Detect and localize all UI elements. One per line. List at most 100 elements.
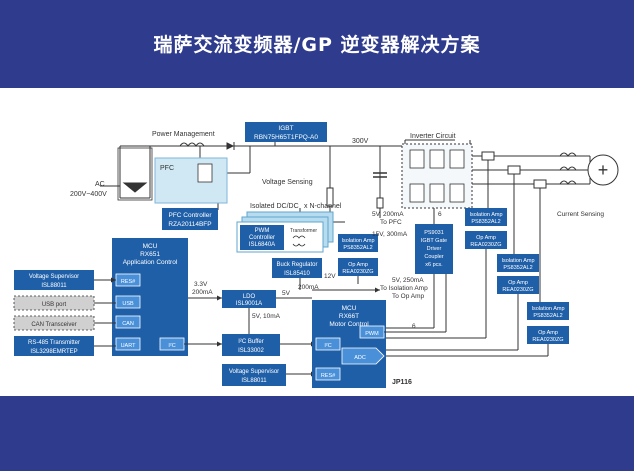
igbt-line1: IGBT	[278, 125, 293, 132]
mcu-right-adc-port	[341, 347, 385, 365]
mcu-left-usb-label: USB	[122, 301, 134, 307]
v5-200ma-label: 5V, 200mA	[372, 211, 404, 218]
op-amp-r3-line2: REA0230ZG	[532, 337, 563, 343]
to-isolation-amp-label: To Isolation Amp	[380, 285, 428, 292]
pwm-controller-box	[240, 225, 284, 250]
v33-label: 3.3V	[194, 281, 208, 288]
rs485-box	[14, 336, 94, 356]
isolated-dcdc-label: Isolated DC/DC	[250, 203, 299, 210]
diagram-panel: + Inverter Circuit PFC AC 200V~400V Powe…	[0, 88, 634, 396]
mcu-right-line2: RX66T	[339, 313, 359, 320]
pwm-lines	[384, 274, 447, 333]
transformer-icon	[292, 235, 306, 247]
n-channel-label: x N-channel	[304, 203, 342, 210]
ldo-box	[222, 290, 276, 308]
igbt-box	[245, 122, 327, 142]
sense-lines	[357, 160, 549, 357]
power-management-label: Power Management	[152, 131, 215, 138]
iso-amp-r1-box	[465, 208, 507, 226]
motor-icon	[587, 154, 619, 186]
ps9031-line2: IGBT Gate	[421, 238, 447, 244]
mcu-left-uart-label: UART	[121, 343, 137, 349]
ldo-line2: ISL9001A	[236, 301, 262, 307]
op-amp-r2-box	[497, 276, 539, 294]
mcu-right-res-port	[315, 367, 341, 381]
inverter-circuit-label: Inverter Circuit	[410, 133, 456, 140]
i2c-buffer-box	[222, 334, 280, 356]
mcu-left-line3: Application Control	[123, 259, 178, 266]
i2c-buffer-line1: I²C Buffer	[238, 339, 264, 345]
voltage-supervisor-left-line1: Voltage Supervisor	[29, 274, 79, 280]
op-amp-r3-box	[527, 326, 569, 344]
capacitor	[373, 172, 387, 178]
voltage-supervisor-mid-box	[222, 364, 286, 386]
mcu-right-pwm-label: PWM	[365, 331, 379, 337]
to-op-amp-label: To Op Amp	[392, 293, 425, 300]
voltage-sensing-label: Voltage Sensing	[262, 179, 313, 186]
iso-amp-r2-box	[497, 254, 539, 272]
op-amp-r2-line1: Op Amp	[508, 280, 528, 286]
ma200-label: 200mA	[192, 289, 213, 296]
mcu-left-can-label: CAN	[122, 321, 134, 327]
iso-amp-r1-line2: PS8352AL2	[471, 219, 500, 225]
mcu-right-adc-label: ADC	[354, 355, 366, 361]
op-amp-r2-line2: REA0230ZG	[502, 287, 533, 293]
six-top-label: 6	[438, 211, 442, 218]
iso-amp-left-box	[338, 234, 378, 252]
ps9031-box	[415, 224, 453, 274]
ps9031-line4: Coupler	[424, 254, 443, 260]
mcu-right-res-label: RES#	[321, 373, 336, 379]
voltage-supervisor-mid-line1: Voltage Supervisor	[229, 369, 279, 375]
v15-300ma-label: 15V, 300mA	[372, 231, 408, 238]
bridge-rectifier	[117, 147, 153, 201]
can-transceiver-label: CAN Transceiver	[31, 322, 76, 328]
v5-250ma-label: 5V, 250mA	[392, 277, 424, 284]
pfc-region	[154, 157, 228, 204]
pfc-switch	[197, 163, 213, 183]
iso-amp-r3-line2: PS8352AL2	[533, 313, 562, 319]
current-sensing-label: Current Sensing	[557, 211, 604, 218]
jp116-label: JP116	[392, 379, 412, 386]
mcu-left-uart-port	[115, 337, 141, 351]
iso-amp-r1-line1: Isolation Amp	[469, 212, 502, 218]
mcu-left-usb-port	[115, 295, 141, 309]
buck-regulator-line2: ISL85410	[284, 271, 310, 277]
pfc-controller-line1: PFC Controller	[169, 212, 213, 219]
iso-amp-r2-line2: PS8352AL2	[503, 265, 532, 271]
voltage-supervisor-left-line2: ISL88011	[41, 283, 67, 289]
six-bottom-label: 6	[412, 323, 416, 330]
ps9031-line5: x6 pcs.	[425, 262, 443, 268]
can-transceiver-box	[13, 315, 95, 331]
ma200b-label: 200mA	[298, 284, 319, 291]
mcu-left-res-label: RES#	[121, 279, 136, 285]
left-bus-lines	[94, 277, 222, 347]
ac-label-2: 200V~400V	[70, 191, 107, 198]
rs485-line1: RS-485 Transmitter	[28, 340, 80, 346]
ac-label-1: AC	[95, 181, 105, 188]
op-amp-r1-line2: REA0230ZG	[470, 242, 501, 248]
component-symbols	[122, 142, 577, 193]
iso-amp-r2-line1: Isolation Amp	[501, 258, 534, 264]
op-amp-r3-line1: Op Amp	[538, 330, 558, 336]
op-amp-left-line2: REA0230ZG	[342, 269, 373, 275]
mcu-left-line1: MCU	[143, 243, 158, 250]
iso-amp-r3-line1: Isolation Amp	[531, 306, 564, 312]
header-band: 瑞萨交流变频器/GP 逆变器解决方案	[0, 0, 634, 88]
mcu-left-i2c-label: I²C	[168, 343, 175, 349]
op-amp-left-line1: Op Amp	[348, 262, 368, 268]
iso-amp-left-line2: PS8352AL2	[343, 245, 372, 251]
block-diagram: + Inverter Circuit PFC AC 200V~400V Powe…	[13, 122, 619, 388]
mcu-left-can-port	[115, 315, 141, 329]
page-title: 瑞萨交流变频器/GP 逆变器解决方案	[153, 34, 481, 56]
iso-amp-r3-box	[527, 302, 569, 320]
usb-port-box	[13, 295, 95, 311]
buck-regulator-line1: Buck Regulator	[276, 262, 317, 268]
usb-port-label: USB port	[42, 302, 67, 308]
ps9031-line1: PS9031	[424, 230, 444, 236]
to-pfc-label: To PFC	[380, 219, 402, 226]
mcu-left-line2: RX651	[140, 251, 160, 258]
voltage-supervisor-left-box	[14, 270, 94, 290]
igbt-switches	[409, 149, 465, 203]
pfc-label: PFC	[160, 165, 174, 172]
mcu-right-line3: Motor Control	[329, 321, 369, 328]
